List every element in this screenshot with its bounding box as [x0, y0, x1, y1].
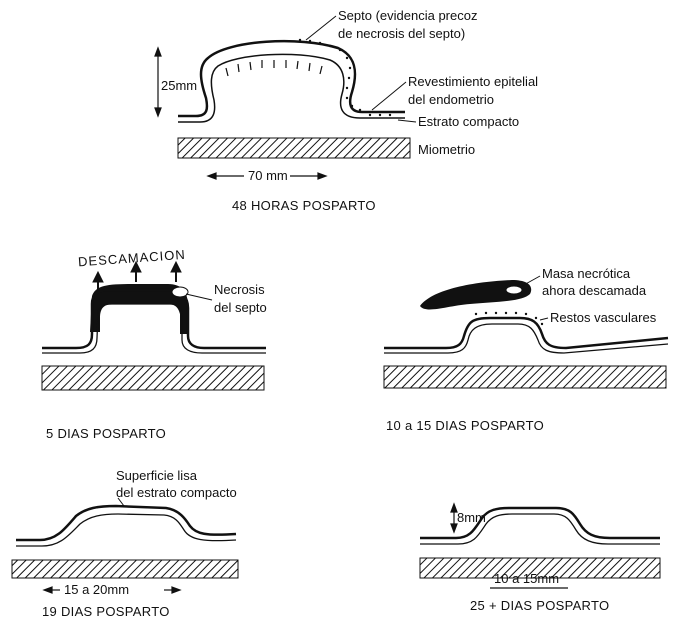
label-revestimiento-1: Revestimiento epitelial — [408, 74, 538, 89]
caption-5-dias: 5 DIAS POSPARTO — [46, 426, 166, 441]
label-necrosis-2: del septo — [214, 300, 267, 315]
width-label-25d: 10 a 15mm — [494, 571, 559, 586]
panel-25-dias: 8mm 10 a 15mm 25 + DIAS POSPARTO — [420, 504, 660, 613]
descamacion-label: DESCAMACION — [78, 247, 187, 269]
panel-5-dias: DESCAMACION Necrosis del septo 5 DIAS PO… — [42, 247, 267, 441]
label-miometrio: Miometrio — [418, 142, 475, 157]
endometrium-inner-25d — [420, 514, 660, 544]
necrosis-highlight — [172, 287, 188, 297]
caption-19-dias: 19 DIAS POSPARTO — [42, 604, 170, 619]
leader-revestimiento — [372, 82, 406, 110]
myometrium-band-10d — [384, 366, 666, 388]
caption-48-horas: 48 HORAS POSPARTO — [232, 198, 376, 213]
caption-25-dias: 25 + DIAS POSPARTO — [470, 598, 609, 613]
panel-48-horas: 25mm 70 mm Septo (evidencia precoz de ne… — [155, 8, 538, 213]
label-masa-2: ahora descamada — [542, 283, 647, 298]
label-septo-2: de necrosis del septo) — [338, 26, 465, 41]
panel-19-dias: Superficie lisa del estrato compacto 15 … — [12, 468, 238, 619]
septum-ticks — [226, 60, 322, 76]
label-restos: Restos vasculares — [550, 310, 657, 325]
label-estrato: Estrato compacto — [418, 114, 519, 129]
height-label-8mm: 8mm — [457, 510, 486, 525]
leader-restos — [540, 318, 548, 320]
width-label-19d: 15 a 20mm — [64, 582, 129, 597]
panel-10-15-dias: Masa necrótica ahora descamada Restos va… — [384, 266, 668, 433]
width-label-70mm: 70 mm — [248, 168, 288, 183]
shed-necrotic-mass — [420, 280, 531, 309]
label-superficie-1: Superficie lisa — [116, 468, 198, 483]
endometrium-inner-19d — [16, 514, 236, 546]
myometrium-band-19d — [12, 560, 238, 578]
label-necrosis-1: Necrosis — [214, 282, 265, 297]
label-revestimiento-2: del endometrio — [408, 92, 494, 107]
label-septo-1: Septo (evidencia precoz — [338, 8, 477, 23]
myometrium-band-5d — [42, 366, 264, 390]
surface-dots — [299, 39, 391, 116]
leader-masa — [522, 276, 540, 286]
label-masa-1: Masa necrótica — [542, 266, 631, 281]
mass-highlight — [506, 286, 522, 294]
leader-necrosis — [186, 294, 212, 300]
endometrium-outer-19d — [16, 506, 236, 540]
leader-estrato — [398, 120, 416, 122]
height-label-25mm: 25mm — [161, 78, 197, 93]
leader-septo — [306, 16, 336, 40]
caption-10-15-dias: 10 a 15 DIAS POSPARTO — [386, 418, 544, 433]
myometrium-band — [178, 138, 410, 158]
label-superficie-2: del estrato compacto — [116, 485, 237, 500]
